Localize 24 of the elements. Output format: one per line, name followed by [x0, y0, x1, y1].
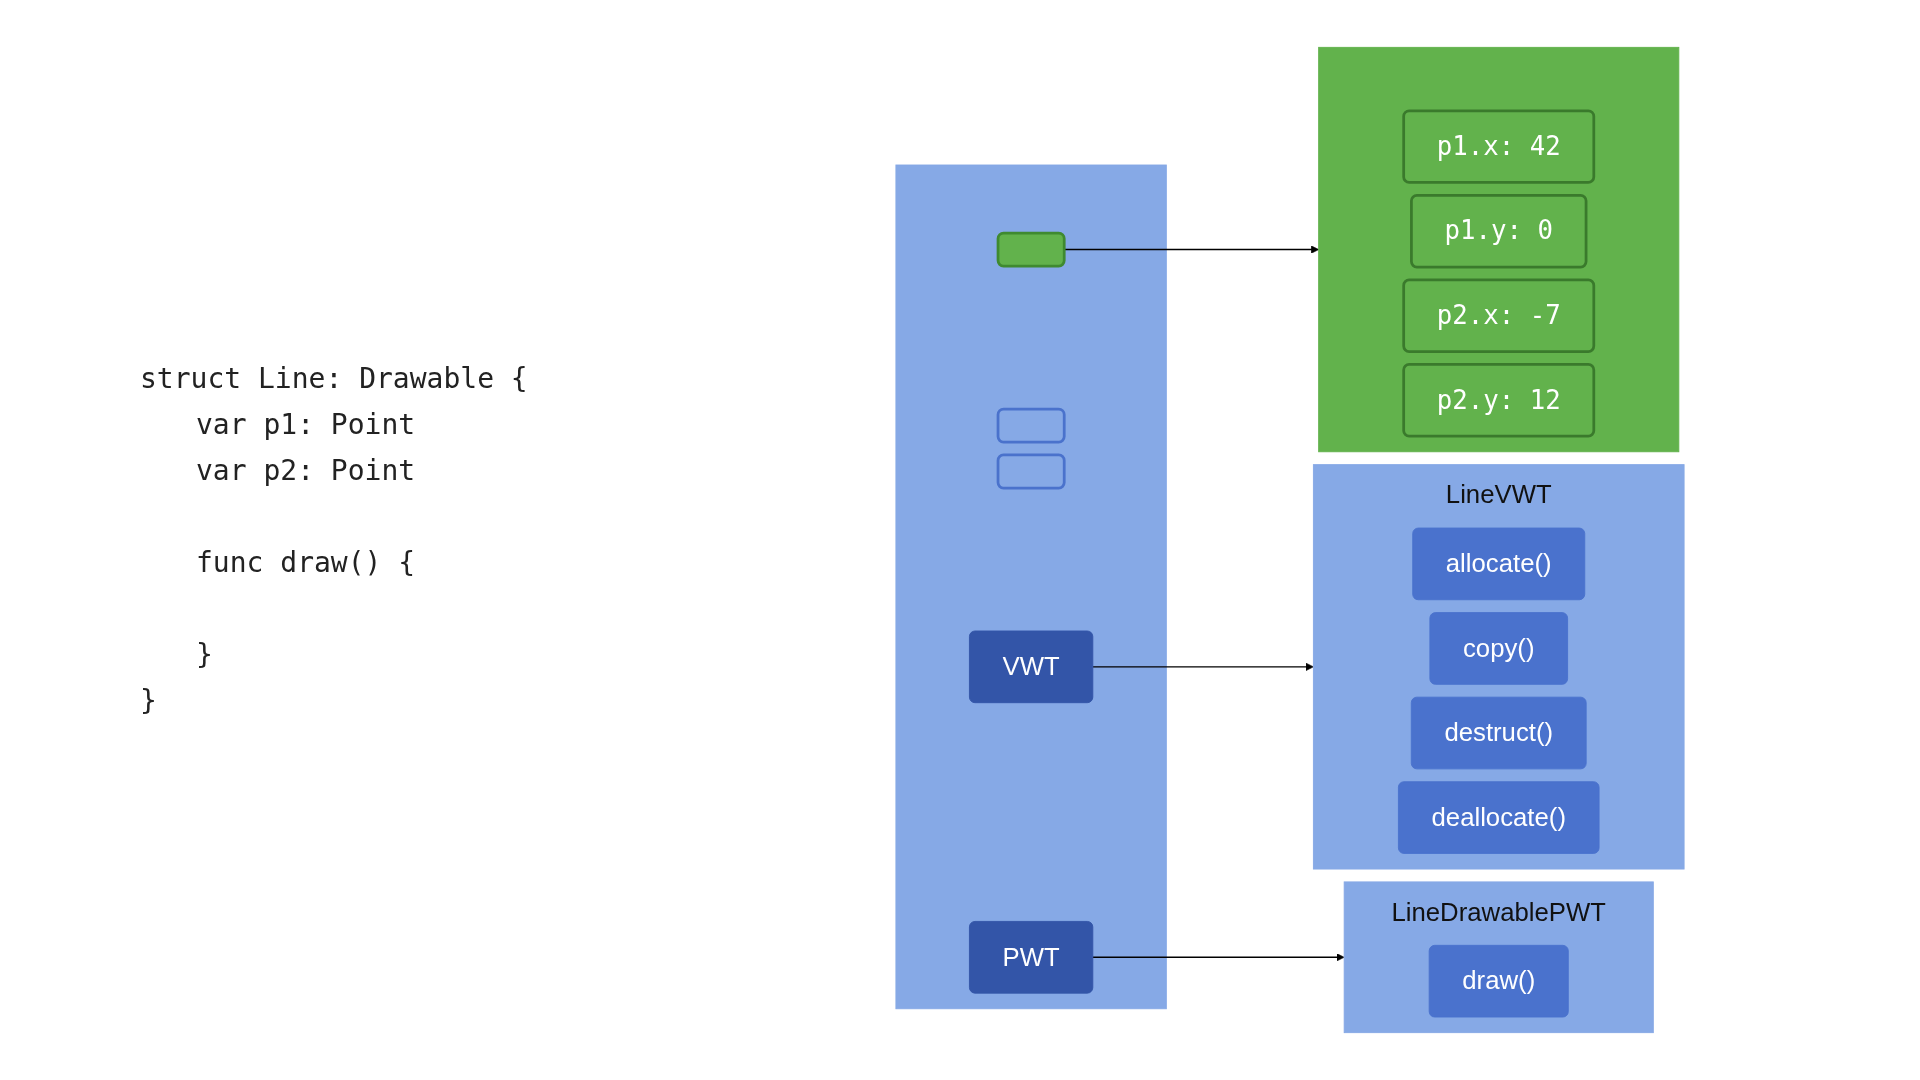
node-box: copy() — [1429, 612, 1569, 685]
code-line: var p1: Point — [195, 407, 417, 443]
node-box: PWT — [969, 920, 1094, 994]
node-box: p1.y: 0 — [1410, 193, 1588, 269]
code-line: struct Line: Drawable { — [140, 361, 529, 397]
arrow — [1092, 662, 1314, 671]
node-box — [996, 407, 1066, 444]
node-box: destruct() — [1410, 696, 1587, 770]
code-line: } — [140, 683, 158, 719]
cluster — [895, 164, 1167, 1010]
node-box: p2.x: -7 — [1402, 278, 1596, 353]
arrow — [1092, 953, 1345, 962]
code-line: func draw() { — [195, 545, 417, 581]
node-box: deallocate() — [1397, 781, 1600, 854]
code-line: } — [195, 637, 214, 673]
cluster — [1318, 46, 1680, 453]
node-box — [996, 453, 1066, 490]
node-box: allocate() — [1412, 527, 1586, 601]
node-box: VWT — [969, 630, 1094, 704]
node-box: p2.y: 12 — [1402, 363, 1596, 438]
code-line: var p2: Point — [195, 453, 417, 489]
node-box — [996, 231, 1066, 268]
node-box: p1.x: 42 — [1402, 109, 1596, 184]
node-box: draw() — [1428, 944, 1569, 1018]
